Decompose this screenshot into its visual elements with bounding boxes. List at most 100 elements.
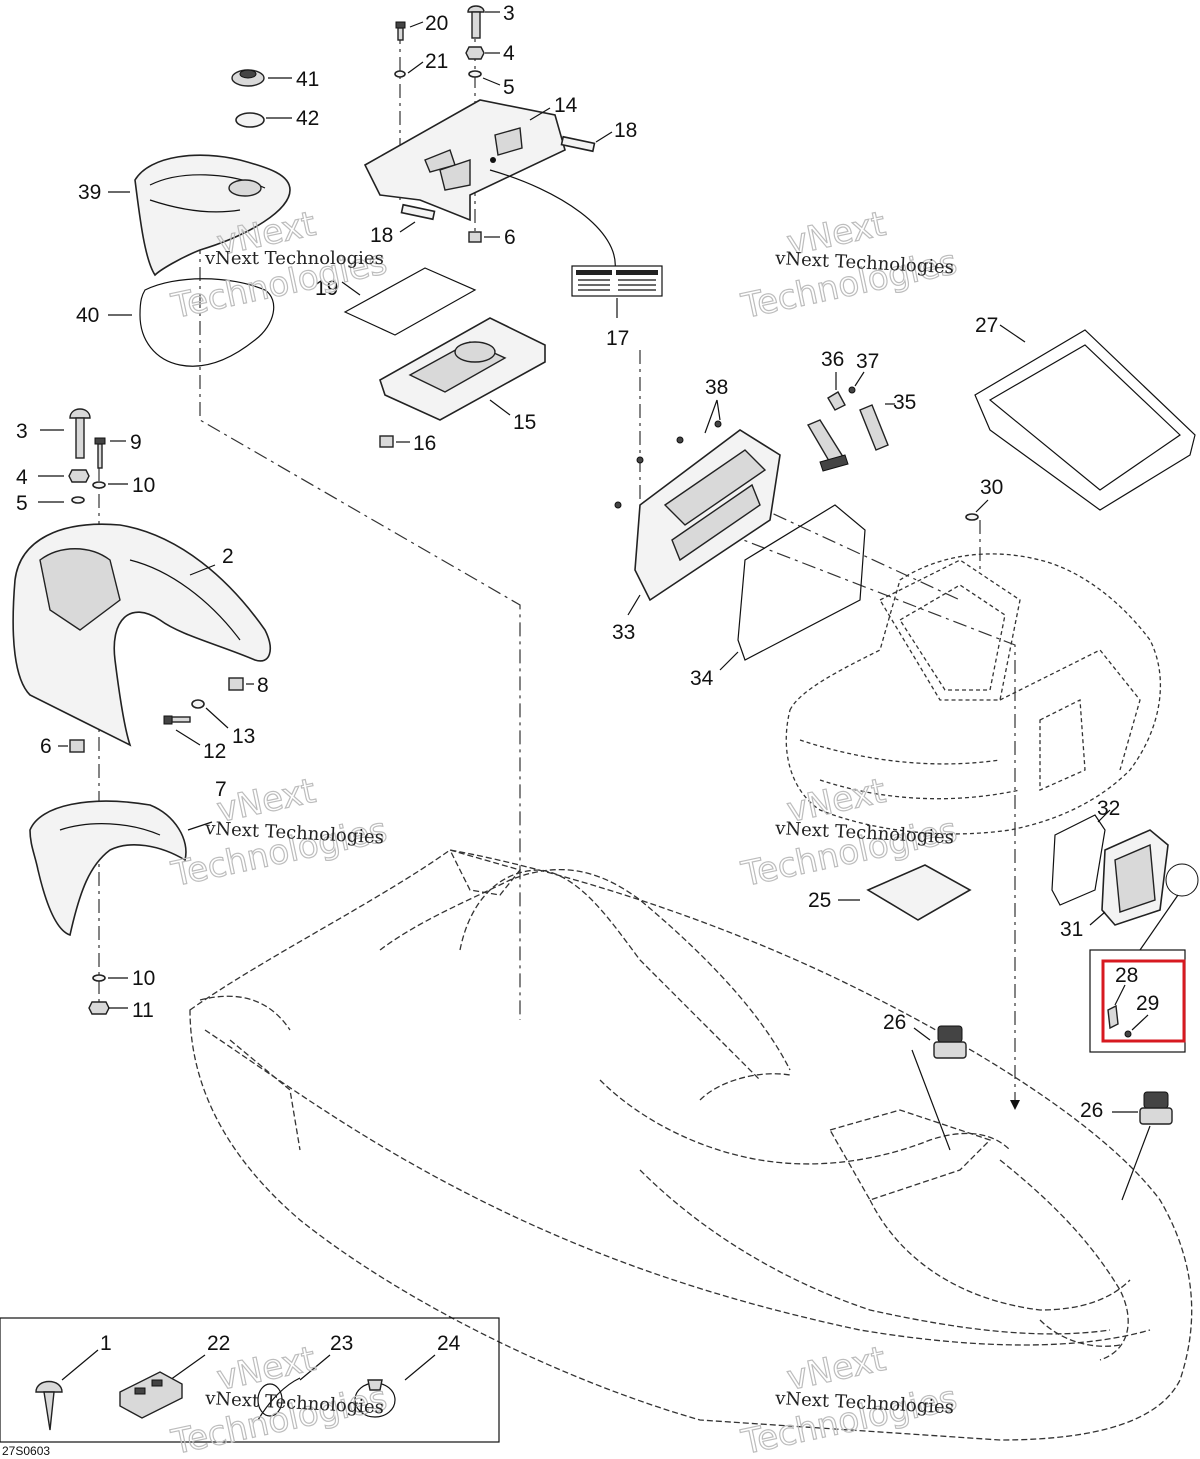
watermarks: vNext Technologies vNext Technologies vN… <box>167 203 961 1459</box>
part-15-tray <box>379 317 546 421</box>
watermark-big-technologies: Technologies <box>738 1378 961 1459</box>
callout-18-b: 18 <box>370 224 393 247</box>
callout-25: 25 <box>808 889 831 912</box>
callout-6-top: 6 <box>504 226 516 249</box>
part-3-bolt-left <box>69 408 91 459</box>
part-30-washer <box>965 513 979 521</box>
callout-15: 15 <box>513 411 536 434</box>
part-26-plug-a <box>933 1025 967 1059</box>
callout-17: 17 <box>606 327 629 350</box>
part-5-washer-top <box>468 70 482 78</box>
callout-35: 35 <box>893 391 916 414</box>
callout-19: 19 <box>315 277 338 300</box>
callout-27: 27 <box>975 314 998 337</box>
part-6-clip-top <box>468 231 482 243</box>
callout-10-a: 10 <box>132 474 155 497</box>
part-16-nut <box>379 435 394 448</box>
callout-32: 32 <box>1097 797 1120 820</box>
part-23-tie <box>257 1377 301 1421</box>
callout-5-top: 5 <box>503 76 515 99</box>
part-41-cap <box>231 69 265 87</box>
part-33-vent-cover <box>614 420 781 602</box>
detail-leader <box>1139 894 1179 951</box>
callout-1: 1 <box>100 1332 112 1355</box>
part-11-nut <box>88 1001 110 1015</box>
callout-41: 41 <box>296 68 319 91</box>
callout-4-left: 4 <box>16 466 28 489</box>
part-17-label <box>571 265 663 297</box>
callout-6-left: 6 <box>40 735 52 758</box>
part-14-bracket <box>363 99 616 271</box>
callout-34: 34 <box>690 667 714 690</box>
watermark-small: vNext Technologies <box>204 248 384 269</box>
detail-circle <box>1165 863 1199 897</box>
callout-14: 14 <box>554 94 578 117</box>
callout-12: 12 <box>203 740 226 763</box>
callout-22: 22 <box>207 1332 230 1355</box>
part-2-cover <box>12 523 271 747</box>
callout-42: 42 <box>296 107 319 130</box>
part-3-bolt-top <box>467 5 485 39</box>
callout-7: 7 <box>215 778 227 801</box>
callout-21: 21 <box>425 50 448 73</box>
part-19-gasket <box>343 267 477 336</box>
hull-body <box>189 848 1193 1441</box>
part-36-clip <box>827 391 846 411</box>
part-12-screw <box>163 715 191 725</box>
part-9-screw <box>94 437 106 469</box>
part-5-washer-left <box>71 496 85 504</box>
part-28-latch <box>1107 1004 1119 1030</box>
callout-39: 39 <box>78 181 101 204</box>
callout-23: 23 <box>330 1332 353 1355</box>
callout-24: 24 <box>437 1332 461 1355</box>
part-40-gasket <box>139 278 275 367</box>
part-35-straps <box>806 404 889 472</box>
callout-8: 8 <box>257 674 269 697</box>
part-13-washer <box>191 699 205 709</box>
callout-11: 11 <box>132 999 154 1022</box>
part-29-screw <box>1124 1030 1132 1038</box>
callout-26-a: 26 <box>883 1011 906 1034</box>
part-6-clip-left <box>69 739 85 753</box>
part-20-screw <box>395 21 406 41</box>
part-4-nut-left <box>68 469 90 483</box>
part-25-plate <box>866 864 972 921</box>
callout-18-a: 18 <box>614 119 637 142</box>
part-18-strip-a <box>560 135 596 153</box>
part-26-plug-b <box>1139 1091 1173 1125</box>
part-34-gasket <box>737 504 866 661</box>
leader-lines <box>38 11 1151 1381</box>
part-1-fastener <box>35 1380 63 1431</box>
callout-33: 33 <box>612 621 635 644</box>
part-18-strip-b <box>400 203 436 221</box>
callout-40: 40 <box>76 304 99 327</box>
part-10-washer-a <box>92 481 106 489</box>
callout-30: 30 <box>980 476 1003 499</box>
part-42-gasket <box>235 112 265 128</box>
callout-3-top: 3 <box>503 2 515 25</box>
callout-37: 37 <box>856 350 879 373</box>
part-7-bracket <box>29 800 187 937</box>
callout-26-b: 26 <box>1080 1099 1103 1122</box>
callout-28: 28 <box>1115 964 1138 987</box>
part-21-washer <box>394 70 406 78</box>
callout-20: 20 <box>425 12 448 35</box>
part-39-tray <box>134 154 291 277</box>
callout-labels: 20 3 4 21 5 41 42 14 18 39 18 6 19 40 17… <box>16 2 1159 1355</box>
legend-frame <box>0 1317 500 1443</box>
callout-3-left: 3 <box>16 420 28 443</box>
part-37-rivet <box>848 386 856 394</box>
callout-5-left: 5 <box>16 492 28 515</box>
callout-16: 16 <box>413 432 436 455</box>
callout-29: 29 <box>1136 992 1159 1015</box>
part-4-nut-top <box>465 46 485 60</box>
part-27-rim <box>974 329 1196 511</box>
part-8-clip <box>228 677 244 691</box>
callout-36: 36 <box>821 348 844 371</box>
callout-9: 9 <box>130 431 142 454</box>
callout-4-top: 4 <box>503 42 515 65</box>
part-31-hatch <box>1101 829 1169 926</box>
callout-38: 38 <box>705 376 728 399</box>
callout-13: 13 <box>232 725 255 748</box>
